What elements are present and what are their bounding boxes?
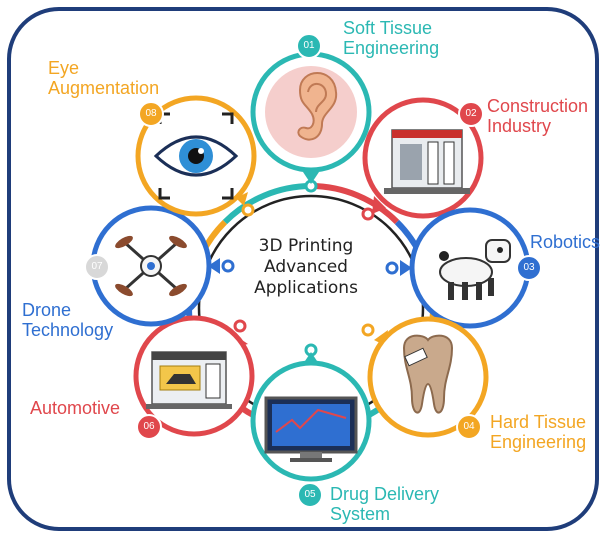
ear-icon [297,72,338,141]
ring-seg-teal-top [222,183,312,225]
label-drug-delivery-line2: System [330,504,391,524]
center-title: 3D Printing Advanced Applications [232,236,380,299]
label-soft-tissue-line1: Soft Tissue [343,18,433,38]
label-construction-line2: Industry [487,116,552,136]
car-printer-icon [146,351,232,409]
badge-04: 04 [456,414,482,440]
label-drone-line1: Drone [22,300,72,320]
label-construction-line1: Construction [487,96,589,116]
label-automotive: Automotive [30,398,120,418]
label-eye-line2: Augmentation [48,78,160,98]
label-robotics-line1: Robotics [530,232,601,252]
center-title-line3: Applications [254,278,358,298]
robot-dog-icon [439,239,511,300]
label-drone: Drone Technology [22,300,113,340]
label-soft-tissue: Soft Tissue Engineering [343,18,439,58]
label-hard-tissue: Hard Tissue Engineering [490,412,586,452]
construction-printer-icon [384,129,470,194]
drone-icon [115,235,187,297]
center-title-line2: Advanced [264,257,348,277]
label-hard-tissue-line2: Engineering [490,432,587,452]
eye-icon [153,112,239,200]
label-soft-tissue-line2: Engineering [343,38,440,58]
badge-07: 07 [84,254,110,280]
label-hard-tissue-line1: Hard Tissue [490,412,587,432]
ring-seg-red-top [310,183,400,225]
label-eye-line1: Eye [48,58,80,78]
badge-02: 02 [458,101,484,127]
label-robotics: Robotics [530,232,600,252]
label-drug-delivery: Drug Delivery System [330,484,439,524]
badge-06: 06 [136,414,162,440]
label-drone-line2: Technology [22,320,114,340]
badge-05: 05 [297,482,323,508]
monitor-icon [264,396,358,462]
label-drug-delivery-line1: Drug Delivery [330,484,440,504]
center-title-line1: 3D Printing [258,236,354,256]
badge-01: 01 [296,33,322,59]
label-construction: Construction Industry [487,96,588,136]
badge-03: 03 [516,255,542,281]
badge-08: 08 [138,101,164,127]
tooth-icon [402,334,454,414]
label-eye: Eye Augmentation [48,58,159,98]
label-automotive-line1: Automotive [30,398,121,418]
